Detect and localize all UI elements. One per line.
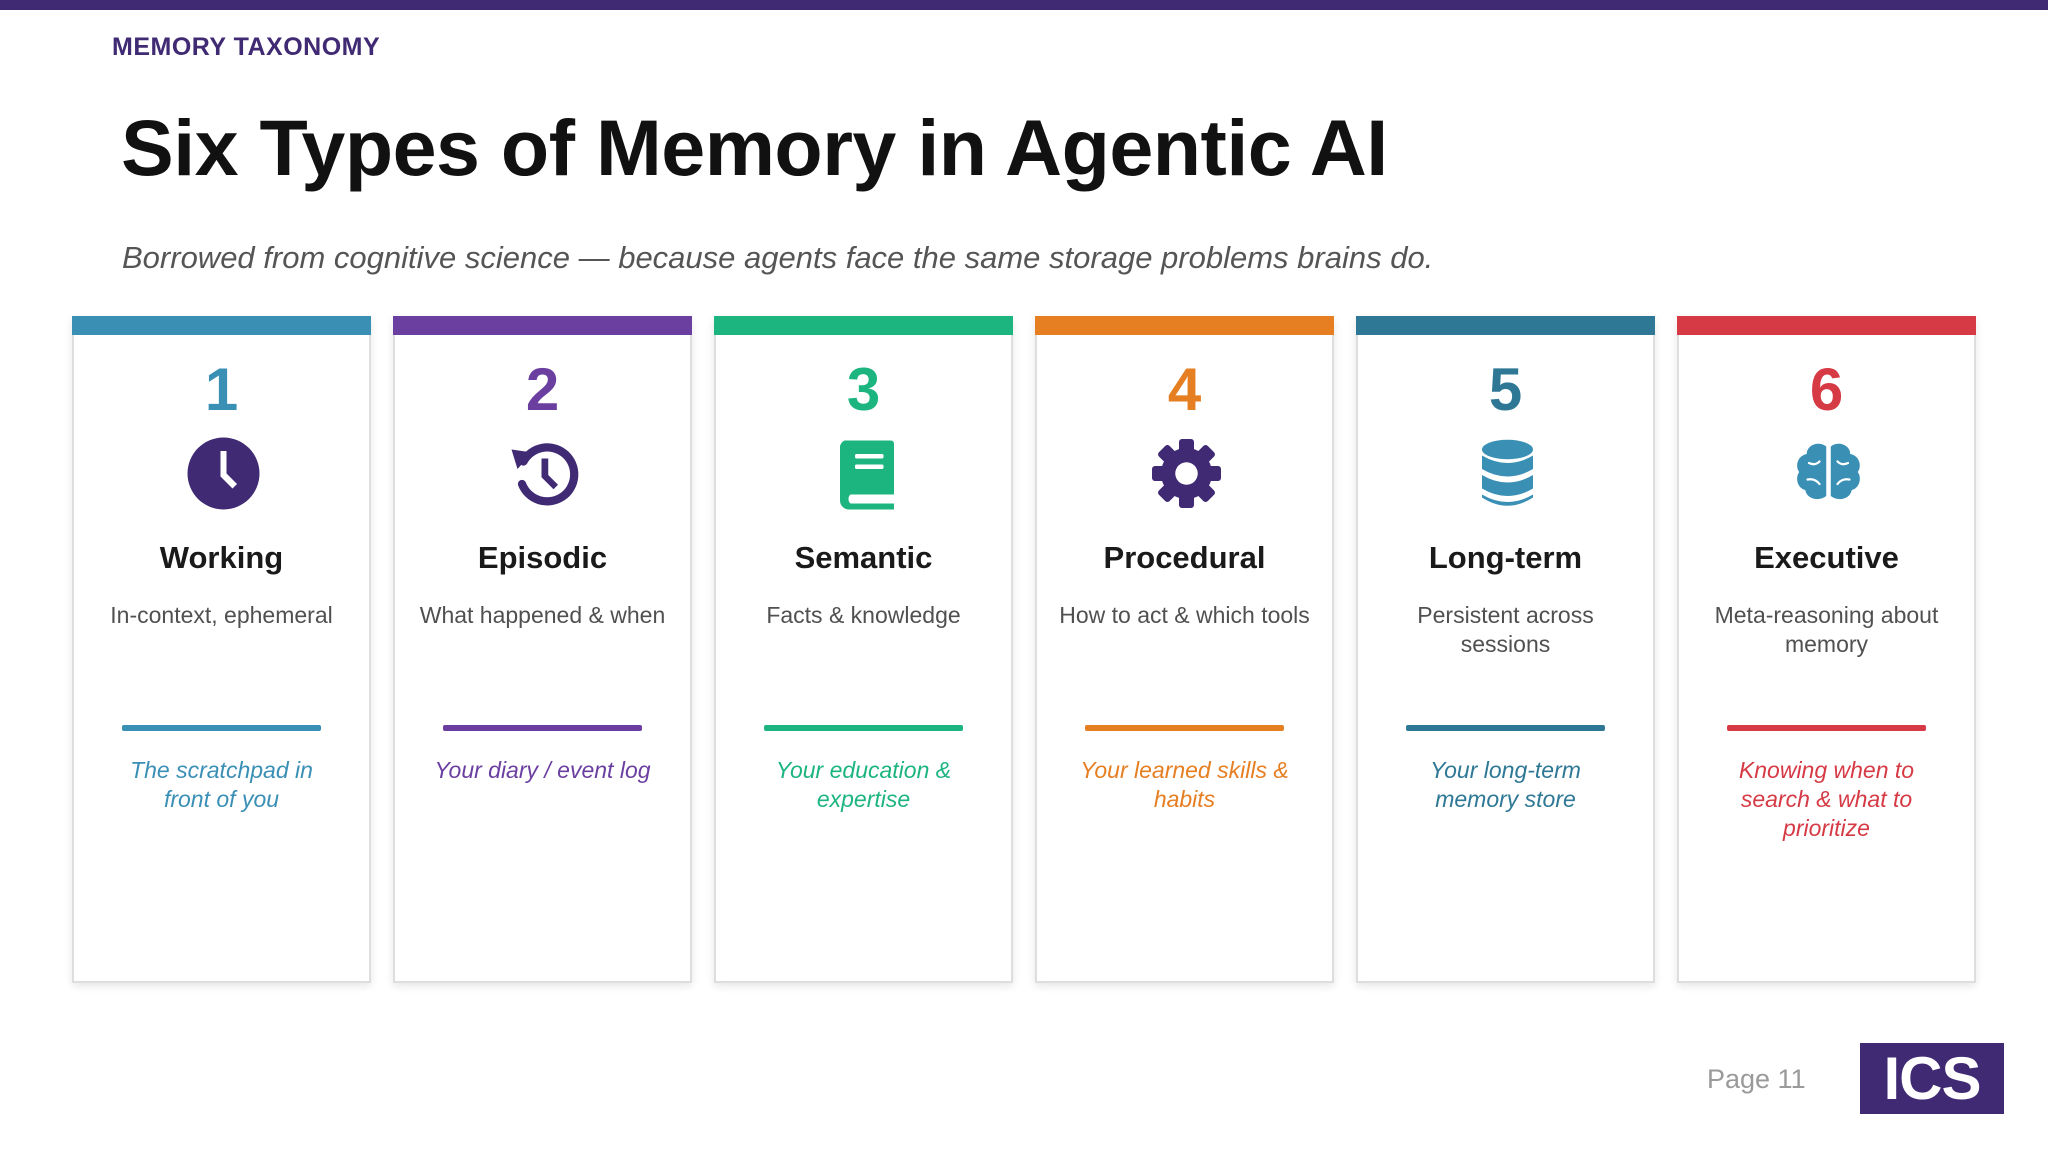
card-analogy: Your learned skills & habits <box>1080 757 1289 812</box>
card-number: 6 <box>1809 356 1844 423</box>
card-divider <box>1727 725 1926 731</box>
ics-logo: ICS <box>1860 1043 2004 1114</box>
card-number: 2 <box>525 356 560 423</box>
brain-icon <box>1791 436 1866 511</box>
card-name: Procedural <box>1103 540 1266 575</box>
card-description: Meta-reasoning about memory <box>1714 602 1939 657</box>
card-name: Long-term <box>1428 540 1583 575</box>
card-divider <box>122 725 321 731</box>
card-accent-bar <box>1677 316 1976 335</box>
gear-icon <box>1149 436 1224 511</box>
card-accent-bar <box>72 316 371 335</box>
card-number: 5 <box>1488 356 1523 423</box>
card-description: How to act & which tools <box>1059 602 1310 628</box>
card-description: Facts & knowledge <box>766 602 961 628</box>
page-number: Page 11 <box>1707 1064 1806 1094</box>
book-icon <box>828 436 903 511</box>
card-divider <box>764 725 963 731</box>
memory-card-semantic: 3 Semantic Facts & knowledge Your educat… <box>714 316 1013 983</box>
card-accent-bar <box>393 316 692 335</box>
card-analogy: Your education & expertise <box>775 757 952 812</box>
page-title: Six Types of Memory in Agentic AI <box>121 103 1388 192</box>
card-name: Executive <box>1754 540 1899 575</box>
database-icon <box>1470 436 1545 511</box>
card-name: Working <box>159 540 284 575</box>
card-accent-bar <box>1035 316 1334 335</box>
card-analogy: The scratchpad in front of you <box>130 757 313 812</box>
card-divider <box>1085 725 1284 731</box>
card-accent-bar <box>1356 316 1655 335</box>
memory-card-working: 1 Working In-context, ephemeral The scra… <box>72 316 371 983</box>
clock-icon <box>186 436 261 511</box>
top-accent-bar <box>0 0 2048 10</box>
section-label: MEMORY TAXONOMY <box>112 33 381 61</box>
card-name: Episodic <box>477 540 608 575</box>
card-description: What happened & when <box>419 602 666 628</box>
card-analogy: Your long-term memory store <box>1430 757 1581 812</box>
memory-card-episodic: 2 Episodic What happened & when Your dia… <box>393 316 692 983</box>
card-analogy: Knowing when to search & what to priorit… <box>1738 757 1915 841</box>
memory-card-procedural: 4 Procedural How to act & which tools Yo… <box>1035 316 1334 983</box>
card-name: Semantic <box>794 540 933 575</box>
card-number: 1 <box>204 356 239 423</box>
card-number: 3 <box>846 356 881 423</box>
page-subtitle: Borrowed from cognitive science — becaus… <box>122 240 1434 275</box>
history-icon <box>507 436 582 511</box>
card-number: 4 <box>1167 356 1202 423</box>
card-accent-bar <box>714 316 1013 335</box>
card-divider <box>443 725 642 731</box>
card-description: Persistent across sessions <box>1417 602 1594 657</box>
card-description: In-context, ephemeral <box>110 602 333 628</box>
memory-card-executive: 6 Executive Meta-reasoning about memory … <box>1677 316 1976 983</box>
card-divider <box>1406 725 1605 731</box>
card-analogy: Your diary / event log <box>434 757 651 783</box>
memory-card-long-term: 5 Long-term Persistent across sessions Y… <box>1356 316 1655 983</box>
